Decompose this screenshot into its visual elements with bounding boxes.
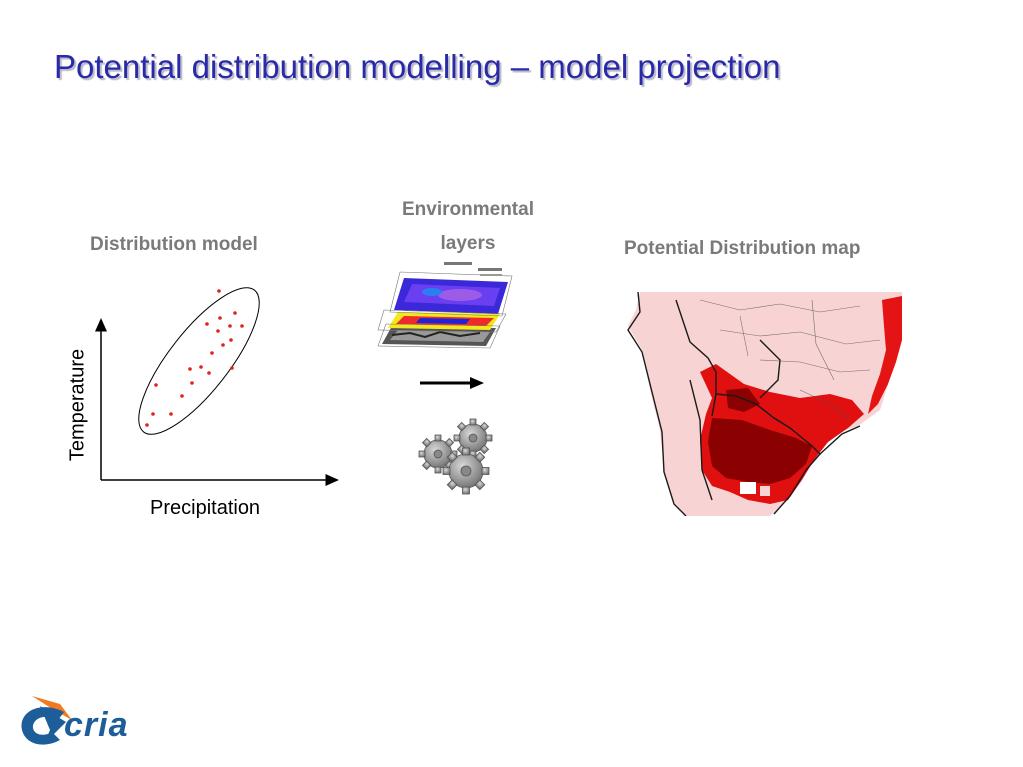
occurrence-point <box>151 412 155 416</box>
occurrence-point <box>230 366 234 370</box>
occurrence-point <box>218 316 222 320</box>
occurrence-point <box>210 351 214 355</box>
envelope-ellipse <box>138 287 260 435</box>
occurrence-point <box>205 322 209 326</box>
environmental-layers-heading-line1: Environmental <box>402 199 534 220</box>
occurrence-point <box>229 338 233 342</box>
potential-distribution-map-heading: Potential Distribution map <box>624 238 861 259</box>
range-dark <box>708 418 812 484</box>
occurrence-point <box>207 371 211 375</box>
occurrence-point <box>190 381 194 385</box>
occurrence-point <box>145 423 149 427</box>
logo-text: cria <box>64 706 129 744</box>
occurrence-point <box>240 324 244 328</box>
occurrence-point <box>188 367 192 371</box>
occurrence-point <box>221 343 225 347</box>
occurrence-point <box>169 412 173 416</box>
environmental-layers-heading-line2: layers <box>440 233 496 254</box>
occurrence-point <box>180 394 184 398</box>
logo-blue-chevron <box>40 706 66 744</box>
x-axis-label: Precipitation <box>150 497 261 519</box>
slide-title: Potential distribution modelling – model… <box>54 48 781 85</box>
distribution-model-heading: Distribution model <box>90 234 258 255</box>
occurrence-point <box>233 311 237 315</box>
occurrence-point <box>228 324 232 328</box>
occurrence-points <box>145 289 244 427</box>
occurrence-point <box>216 329 220 333</box>
occurrence-point <box>199 365 203 369</box>
layer-stack <box>377 262 513 349</box>
occurrence-point <box>154 383 158 387</box>
occurrence-point <box>217 289 221 293</box>
